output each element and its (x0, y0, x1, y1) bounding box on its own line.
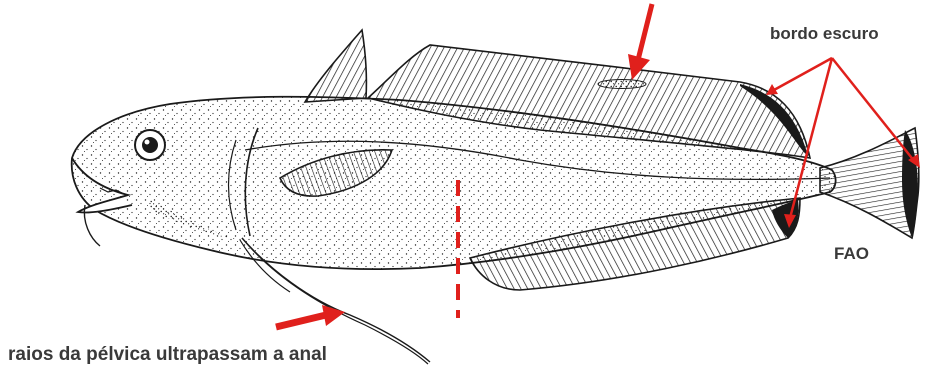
dorsal-spot-arrow-icon (628, 4, 652, 80)
fish-eye (135, 130, 165, 160)
dark-edge-label: bordo escuro (770, 24, 879, 44)
source-label: FAO (834, 244, 869, 264)
first-dorsal-fin (305, 30, 366, 102)
pelvic-note-label: raios da pélvica ultrapassam a anal (8, 344, 327, 366)
